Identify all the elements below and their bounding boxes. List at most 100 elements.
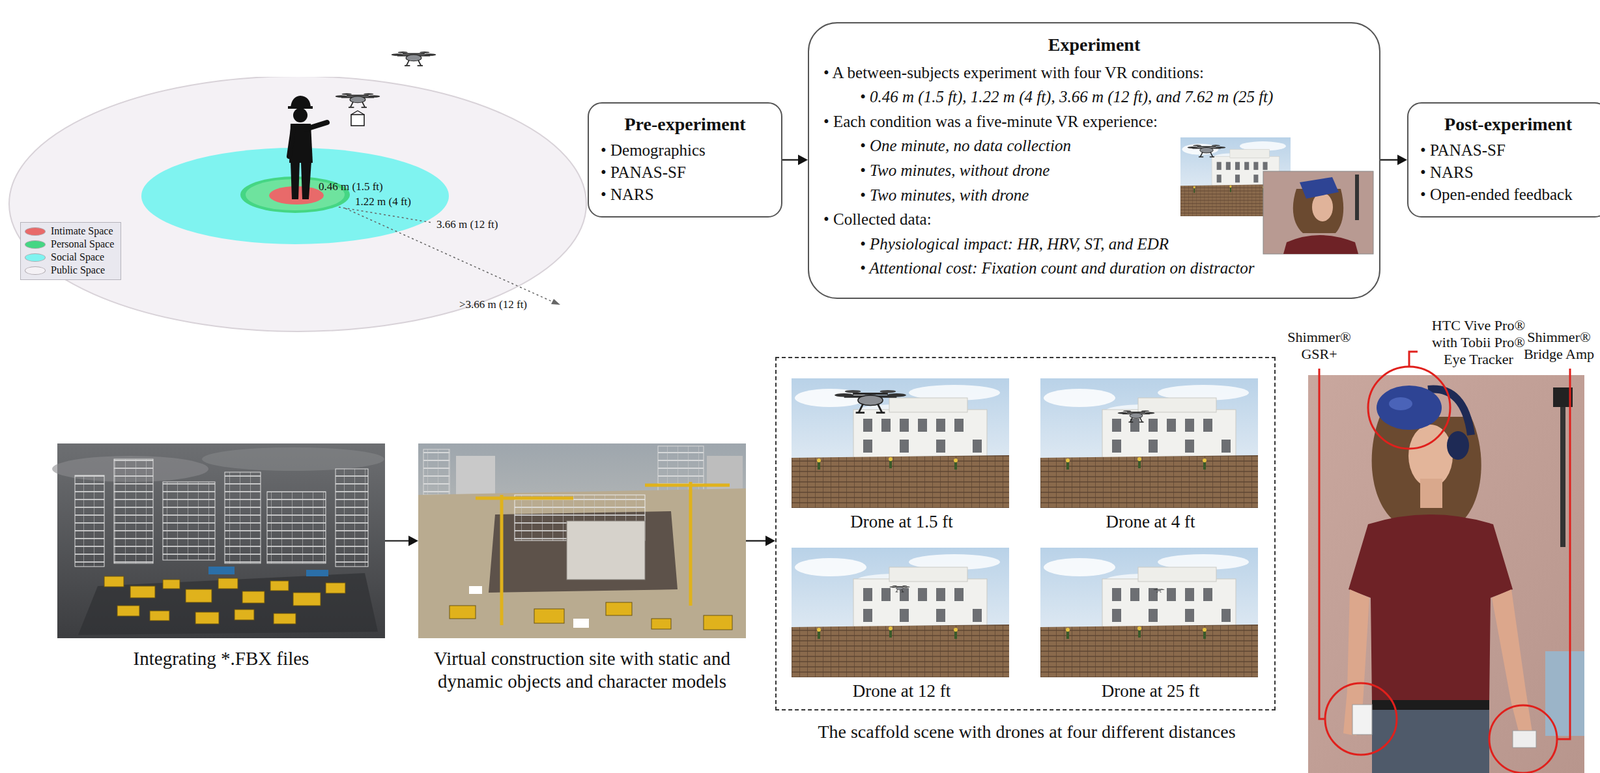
participant-photo-part <box>1371 700 1490 711</box>
participant-photo-part <box>1446 431 1470 460</box>
annotation-label: Shimmer® Bridge Amp <box>1521 328 1597 363</box>
legend-box: Intimate SpacePersonal SpaceSocial Space… <box>20 222 122 281</box>
model-render-part <box>224 472 261 564</box>
sensor-callout-part <box>1409 351 1418 367</box>
model-render-part <box>267 491 326 564</box>
legend-row: Public Space <box>24 263 115 277</box>
arrow-line <box>745 540 767 542</box>
legend-swatch <box>24 227 46 236</box>
scene-image: Drone at 12 ft <box>792 549 1011 679</box>
distance-leader <box>338 207 556 303</box>
sub-bullet: • Two minutes, with drone <box>859 184 1029 207</box>
model-render-part <box>104 576 346 625</box>
participant-thumbnail-part <box>1312 192 1333 222</box>
participant-photo <box>1308 375 1585 773</box>
scene-image: Drone at 1.5 ft <box>792 379 1011 510</box>
bullet-item: • Collected data: <box>823 208 932 231</box>
legend-text: Intimate Space <box>50 224 114 238</box>
sub-bullet: • Attentional cost: Fixation count and d… <box>859 257 1255 280</box>
model-render-part-part <box>208 566 235 575</box>
model-render-part-part <box>234 609 255 621</box>
site-render-part-part <box>449 605 476 619</box>
image-panel: Virtual construction site with static an… <box>418 443 746 639</box>
scene-image: Drone at 4 ft <box>1041 379 1260 510</box>
participant-photo-part <box>1420 478 1443 509</box>
participant-photo-part <box>1491 589 1534 744</box>
scaffold-scene-part <box>1117 410 1156 423</box>
scaffold-scene-part <box>791 547 1010 678</box>
participant-photo-part <box>1348 514 1513 704</box>
sensor-callout-part <box>1489 705 1558 773</box>
worker-silhouette-part <box>306 122 328 129</box>
site-render <box>418 443 746 639</box>
worker-silhouette-part <box>290 161 300 200</box>
site-render-part-part <box>475 497 574 501</box>
model-render-part-part <box>293 592 321 606</box>
scaffold-scene-part <box>889 585 910 593</box>
drone-icon <box>335 51 437 126</box>
site-render-part <box>469 586 589 629</box>
image-caption: The scaffold scene with drones at four d… <box>805 721 1249 744</box>
annotation-label: Shimmer® GSR+ <box>1280 328 1359 363</box>
scaffold-scene-part <box>1040 547 1258 678</box>
participant-photo-part <box>1308 375 1585 773</box>
sensor-callout-part <box>1368 366 1451 449</box>
scaffold-scene-part <box>1040 378 1258 509</box>
model-render-part <box>201 447 385 472</box>
site-render-part-part <box>644 484 730 488</box>
flow-arrow <box>782 155 808 166</box>
legend-swatch <box>24 266 46 275</box>
proxemic-zones-part <box>9 76 587 332</box>
worker-silhouette-part <box>293 108 308 123</box>
image-panel: Integrating *.FBX files <box>57 443 386 639</box>
box-heading: Post-experiment <box>1420 112 1597 136</box>
legend-row: Social Space <box>24 250 115 264</box>
image-caption: Virtual construction site with static an… <box>429 647 736 694</box>
box-heading: Experiment <box>809 33 1380 57</box>
drone-icon-part <box>335 93 381 108</box>
model-render-part-part <box>325 583 346 594</box>
experiment-box: Experiment • A between-subjects experimen… <box>807 22 1381 300</box>
worker-silhouette-part <box>300 161 312 200</box>
model-render-part <box>162 482 215 561</box>
sensor-callout-part <box>1325 683 1397 756</box>
model-render-part-part <box>104 576 124 587</box>
sub-bullet: • 0.46 m (1.5 ft), 1.22 m (4 ft), 3.66 m… <box>859 85 1273 109</box>
bullet-item: • NARS <box>1420 161 1597 184</box>
scene-group: The scaffold scene with drones at four d… <box>775 357 1276 711</box>
participant-photo-part <box>1371 416 1482 522</box>
sub-bullet: • One minute, no data collection <box>859 134 1072 158</box>
image-caption: Drone at 1.5 ft <box>792 511 1011 533</box>
legend-text: Public Space <box>50 263 105 277</box>
participant-photo-part <box>1376 385 1442 430</box>
model-render-part-part <box>130 586 156 599</box>
annotation-label: 0.46 m (1.5 ft) <box>318 180 384 194</box>
image-caption: Integrating *.FBX files <box>39 647 404 671</box>
flow-arrow <box>745 536 776 547</box>
model-render-part <box>335 469 369 567</box>
arrow-line <box>1380 158 1399 161</box>
phase-box: Post-experiment• PANAS-SF• NARS• Open-en… <box>1407 102 1600 218</box>
arrowhead <box>798 155 808 166</box>
model-render-part-part <box>273 613 296 625</box>
sensor-callout-part <box>1319 368 1326 720</box>
participant-photo-part <box>1352 704 1372 735</box>
legend-row: Intimate Space <box>24 224 115 238</box>
bullet-item: • PANAS-SF <box>1420 139 1597 162</box>
bullet-item: • A between-subjects experiment with fou… <box>823 61 1204 85</box>
distance-leader-part <box>345 208 556 303</box>
scaffold-scene-part <box>1153 588 1165 593</box>
site-render-part <box>423 449 450 496</box>
annotation-label: HTC Vive Pro® with Tobii Pro® Eye Tracke… <box>1421 317 1536 369</box>
image-caption: Drone at 25 ft <box>1041 680 1260 702</box>
site-render-part <box>418 488 746 639</box>
annotation-label: >3.66 m (12 ft) <box>459 298 528 312</box>
model-render-part <box>74 475 105 567</box>
flow-arrow <box>1380 155 1408 166</box>
site-render-part-part <box>500 495 504 626</box>
model-render-part-part <box>218 578 238 589</box>
annotation-label: 1.22 m (4 ft) <box>355 195 412 209</box>
flow-arrow <box>385 536 419 547</box>
legend-swatch <box>24 253 46 262</box>
site-render-part <box>456 456 496 496</box>
